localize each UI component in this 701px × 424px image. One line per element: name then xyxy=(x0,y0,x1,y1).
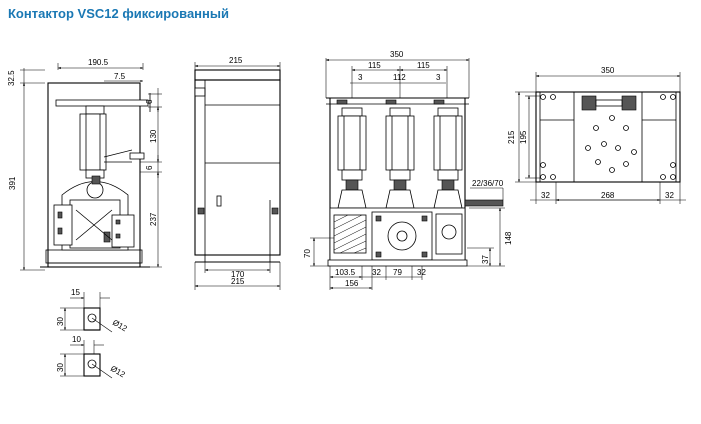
dim-wide-h148: 148 xyxy=(504,231,513,245)
detail2-a: 10 xyxy=(72,335,81,344)
dim-wide-width: 350 xyxy=(390,50,404,59)
dim-side-d2: 130 xyxy=(149,129,158,143)
dim-wide-b1035: 103.5 xyxy=(335,268,356,277)
detail1-b: 30 xyxy=(56,317,65,326)
dim-wide-pitch1: 115 xyxy=(368,61,381,70)
dim-wide-b32a: 32 xyxy=(372,268,381,277)
detail1-dia: Ø12 xyxy=(111,318,129,334)
dim-wide-pitch-mid: 112 xyxy=(393,73,406,82)
dim-side-d4: 237 xyxy=(149,212,158,226)
page-title: Контактор VSC12 фиксированный xyxy=(8,6,229,21)
detail-bracket-1: 15 30 Ø12 xyxy=(56,288,129,334)
dim-wide-b32b: 32 xyxy=(417,268,426,277)
dim-plan-b32a: 32 xyxy=(541,191,550,200)
dim-wide-b79: 79 xyxy=(393,268,402,277)
dim-plan-h195: 195 xyxy=(519,130,528,144)
dim-side-offset: 7.5 xyxy=(114,72,126,81)
dim-plan-b32b: 32 xyxy=(665,191,674,200)
dim-side-top: 32.5 xyxy=(7,70,16,86)
dim-plan-width: 350 xyxy=(601,66,615,75)
detail-bracket-2: 10 30 Ø12 xyxy=(56,335,127,380)
dim-wide-gap-right: 3 xyxy=(436,73,441,82)
detail2-b: 30 xyxy=(56,363,65,372)
narrow-front-view: 215 170 215 xyxy=(194,56,281,290)
detail1-a: 15 xyxy=(71,288,80,297)
dim-wide-gap-left: 3 xyxy=(358,73,363,82)
dim-narrow-bottom1: 170 xyxy=(231,270,245,279)
dim-wide-pitch2: 115 xyxy=(417,61,430,70)
dim-side-d3: 6 xyxy=(145,165,154,170)
wide-front-view: 350 115 115 3 112 3 xyxy=(303,50,513,290)
mounting-holes xyxy=(540,94,676,180)
dim-plan-h215: 215 xyxy=(507,130,516,144)
spring-hatch xyxy=(333,214,367,254)
dim-narrow-top: 215 xyxy=(229,56,243,65)
dim-wide-b156: 156 xyxy=(345,279,359,288)
dim-side-height: 391 xyxy=(8,176,17,190)
dim-wide-h70: 70 xyxy=(303,249,312,258)
dim-plan-b268: 268 xyxy=(601,191,615,200)
detail2-dia: Ø12 xyxy=(109,364,127,380)
side-view: 190.5 7.5 32.5 391 xyxy=(7,58,162,271)
dim-narrow-bottom2: 215 xyxy=(231,277,245,286)
plan-view: 350 215 195 xyxy=(507,66,686,204)
dim-wide-mount: 22/36/70 xyxy=(472,179,504,188)
dim-side-width: 190.5 xyxy=(88,58,109,67)
dim-wide-h37: 37 xyxy=(481,255,490,264)
dim-side-d1: 6 xyxy=(145,99,154,104)
